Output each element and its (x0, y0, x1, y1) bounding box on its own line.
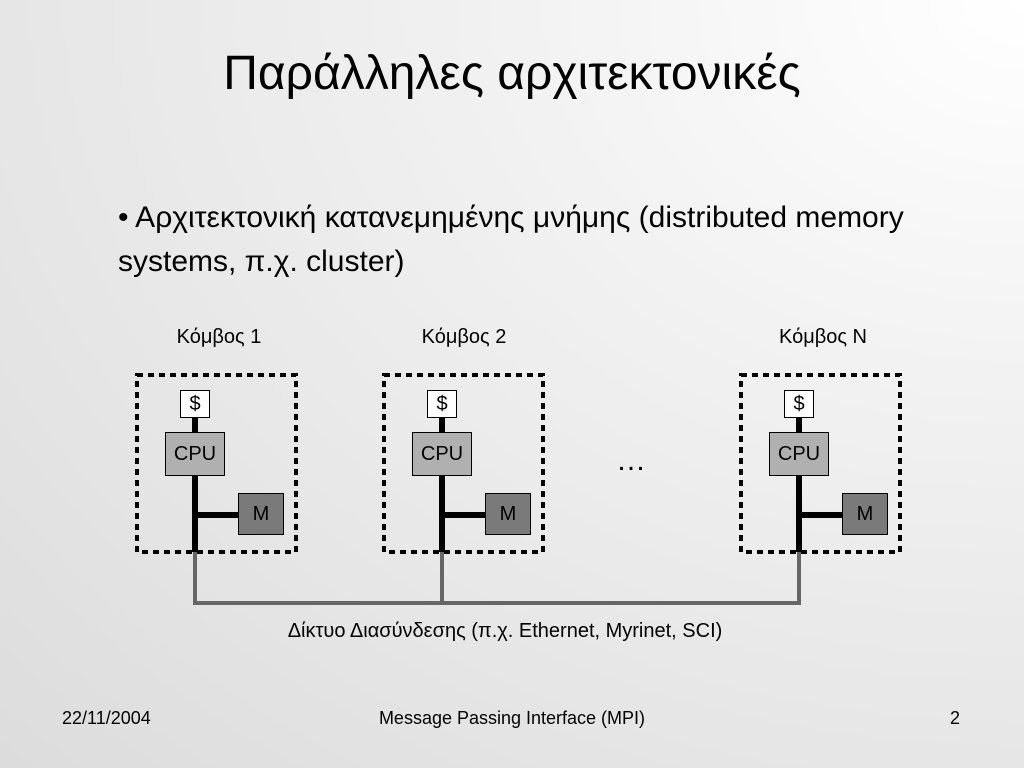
page-number: 2 (950, 708, 961, 728)
node-1-cache: $ (180, 390, 210, 418)
footer-date: 22/11/2004 (62, 708, 151, 728)
slide-title: Παράλληλες αρχιτεκτονικές (223, 47, 801, 100)
node-n-memory: M (842, 493, 888, 535)
network-label: Δίκτυο Διασύνδεσης (π.χ. Ethernet, Myrin… (287, 620, 723, 642)
node-1-boundary (135, 373, 298, 554)
node-n-cpu: CPU (769, 432, 829, 476)
node-n-cache: $ (784, 390, 814, 418)
node-2-boundary (382, 373, 545, 554)
node-n-label: Κόμβος N (778, 326, 867, 348)
interconnect-network (193, 552, 801, 605)
node-1-cpu: CPU (165, 432, 225, 476)
footer-title: Message Passing Interface (MPI) (378, 708, 646, 728)
node-2-memory: M (485, 493, 531, 535)
node-2-cpu: CPU (412, 432, 472, 476)
node-n-boundary (739, 373, 902, 554)
node-2-cache: $ (427, 390, 457, 418)
node-1-label: Κόμβος 1 (176, 326, 262, 348)
node-2-label: Κόμβος 2 (421, 326, 507, 348)
node-1-memory: M (238, 493, 284, 535)
bullet-text: • Αρχιτεκτονική κατανεμημένης μνήμης (di… (118, 201, 904, 278)
more-nodes-ellipsis: … (616, 444, 647, 477)
